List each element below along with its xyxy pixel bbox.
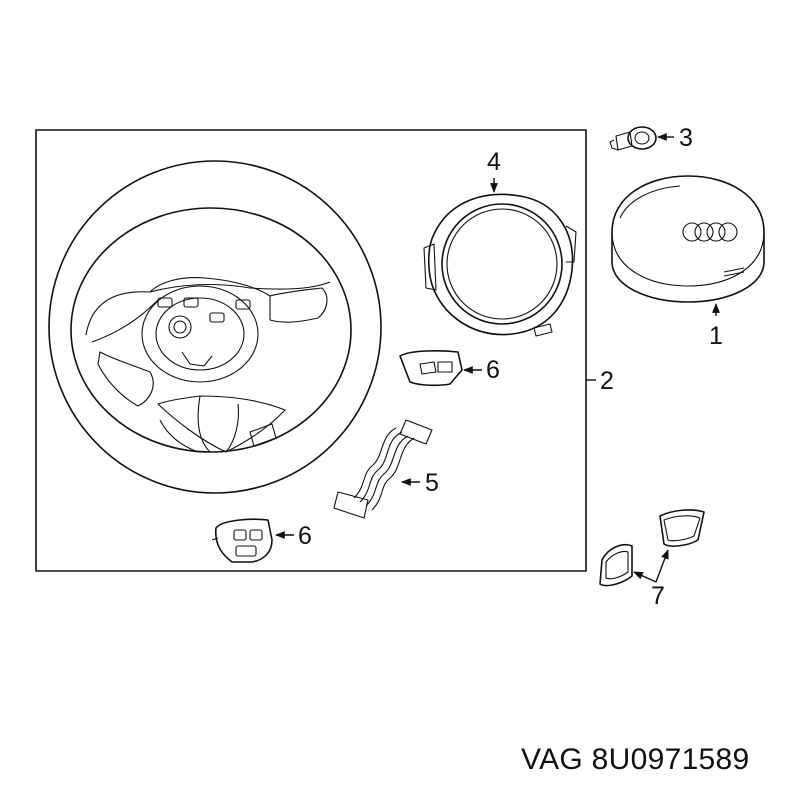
leader-7a <box>633 571 657 583</box>
control-switch-right-icon <box>399 350 463 387</box>
callout-6a: 6 <box>486 356 500 384</box>
assembly-frame <box>35 129 587 572</box>
callout-6b: 6 <box>298 522 312 550</box>
callout-7: 7 <box>651 582 665 610</box>
callout-5: 5 <box>425 469 439 497</box>
bolt-icon <box>609 126 657 151</box>
part-number-caption: VAG 8U0971589 <box>521 743 750 776</box>
airbag-module-icon <box>611 175 765 303</box>
control-switch-left-icon <box>211 518 273 563</box>
callout-3: 3 <box>679 124 693 152</box>
wiring-harness-icon <box>333 419 433 519</box>
trim-ring-icon <box>423 193 577 337</box>
leader-7b <box>655 549 669 583</box>
callout-1: 1 <box>709 322 723 350</box>
steering-wheel-icon <box>48 160 382 494</box>
trim-cover-icons <box>599 509 705 587</box>
callout-2: 2 <box>600 367 614 395</box>
callout-4: 4 <box>487 148 501 176</box>
